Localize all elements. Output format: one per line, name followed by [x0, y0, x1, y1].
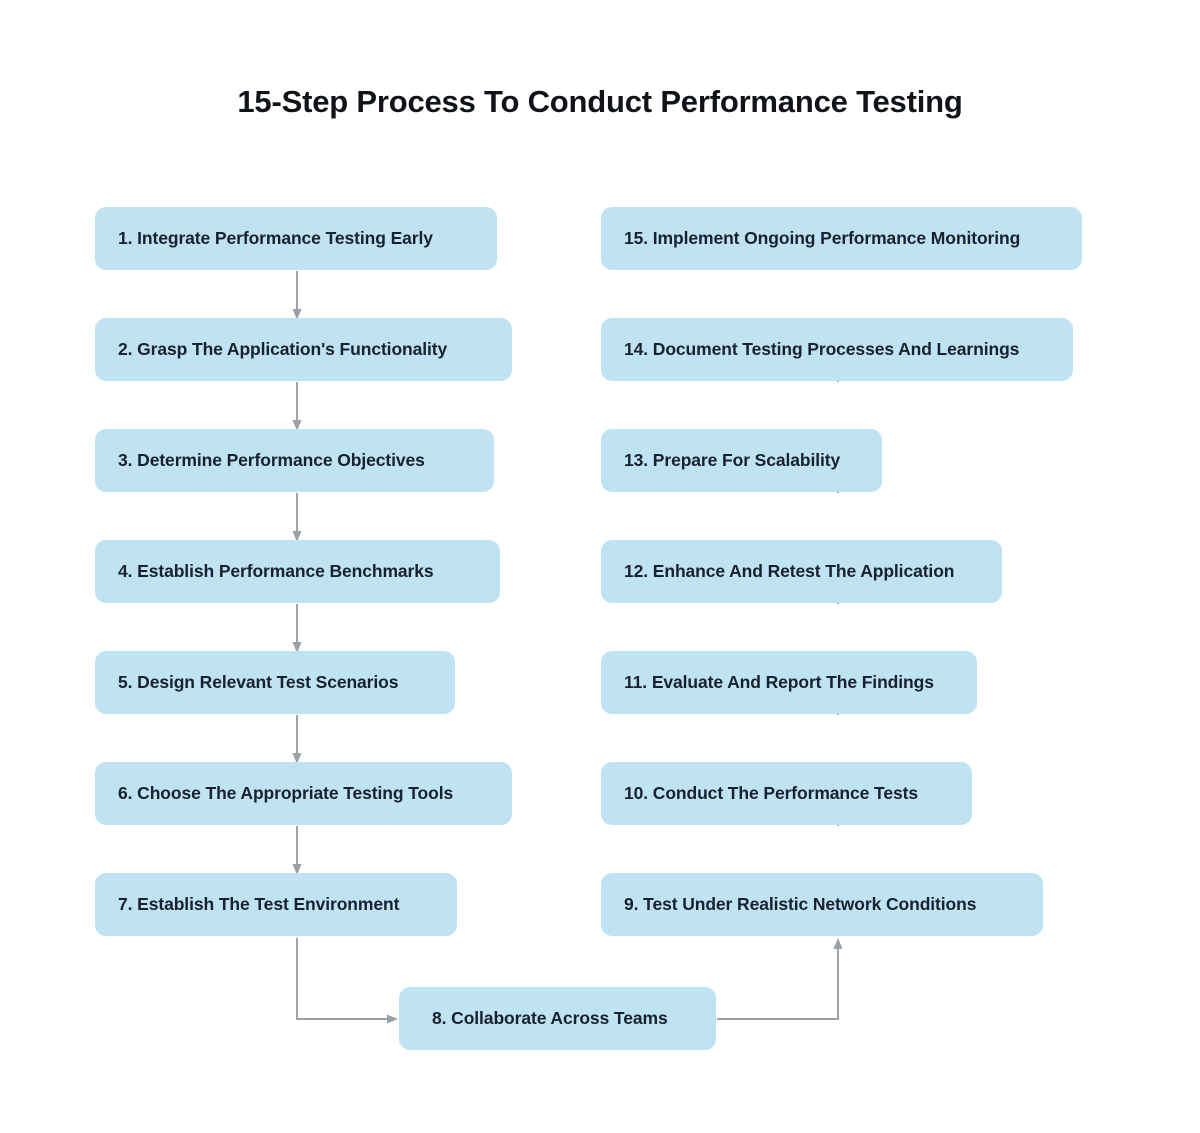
step-node-13-label: 13. Prepare For Scalability: [624, 450, 841, 470]
step-node-5[interactable]: 5. Design Relevant Test Scenarios: [95, 651, 455, 714]
step-node-13[interactable]: 13. Prepare For Scalability: [601, 429, 882, 492]
connector-3-to-4: [292, 493, 302, 542]
step-node-6-label: 6. Choose The Appropriate Testing Tools: [118, 783, 454, 803]
step-node-14[interactable]: 14. Document Testing Processes And Learn…: [601, 318, 1073, 381]
step-node-10[interactable]: 10. Conduct The Performance Tests: [601, 762, 972, 825]
page-title: 15-Step Process To Conduct Performance T…: [237, 84, 963, 119]
step-node-1-label: 1. Integrate Performance Testing Early: [118, 228, 433, 248]
step-node-8-label: 8. Collaborate Across Teams: [432, 1008, 668, 1028]
step-node-11-label: 11. Evaluate And Report The Findings: [624, 672, 934, 692]
connector-4-to-5: [292, 604, 302, 653]
step-node-14-label: 14. Document Testing Processes And Learn…: [624, 339, 1020, 359]
step-node-4[interactable]: 4. Establish Performance Benchmarks: [95, 540, 500, 603]
step-node-12-label: 12. Enhance And Retest The Application: [624, 561, 955, 581]
step-node-5-label: 5. Design Relevant Test Scenarios: [118, 672, 399, 692]
step-node-11[interactable]: 11. Evaluate And Report The Findings: [601, 651, 977, 714]
step-node-2[interactable]: 2. Grasp The Application's Functionality: [95, 318, 512, 381]
connector-6-to-7: [292, 826, 302, 875]
step-node-15[interactable]: 15. Implement Ongoing Performance Monito…: [601, 207, 1082, 270]
step-node-9[interactable]: 9. Test Under Realistic Network Conditio…: [601, 873, 1043, 936]
step-node-15-label: 15. Implement Ongoing Performance Monito…: [624, 228, 1021, 248]
connector-2-to-3: [292, 382, 302, 431]
connector-7-to-8: [296, 938, 398, 1024]
step-node-10-label: 10. Conduct The Performance Tests: [624, 783, 918, 803]
connector-8-to-9: [717, 938, 843, 1020]
step-node-2-label: 2. Grasp The Application's Functionality: [118, 339, 448, 359]
connector-5-to-6: [292, 715, 302, 764]
step-node-12[interactable]: 12. Enhance And Retest The Application: [601, 540, 1002, 603]
step-node-6[interactable]: 6. Choose The Appropriate Testing Tools: [95, 762, 512, 825]
step-node-1[interactable]: 1. Integrate Performance Testing Early: [95, 207, 497, 270]
step-node-4-label: 4. Establish Performance Benchmarks: [118, 561, 434, 581]
step-node-7-label: 7. Establish The Test Environment: [118, 894, 400, 914]
step-node-3[interactable]: 3. Determine Performance Objectives: [95, 429, 494, 492]
step-node-7[interactable]: 7. Establish The Test Environment: [95, 873, 457, 936]
connector-1-to-2: [292, 271, 302, 320]
step-node-3-label: 3. Determine Performance Objectives: [118, 450, 425, 470]
step-node-9-label: 9. Test Under Realistic Network Conditio…: [624, 894, 977, 914]
step-node-8[interactable]: 8. Collaborate Across Teams: [399, 987, 716, 1050]
